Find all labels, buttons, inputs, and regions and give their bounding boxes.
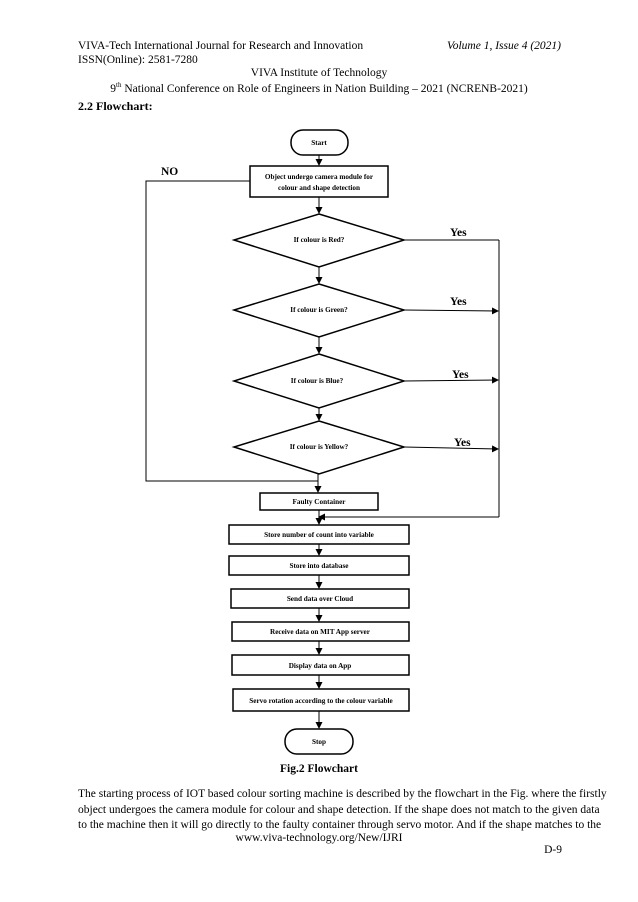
- figure-caption: Fig.2 Flowchart: [280, 763, 358, 775]
- servo-box: [232, 688, 410, 712]
- footer-url: www.viva-technology.org/New/IJRI: [235, 832, 403, 844]
- servo-label: Servo rotation according to the colour v…: [249, 697, 392, 705]
- volume-issue: Volume 1, Issue 4 (2021): [446, 40, 561, 52]
- store-count-label: Store number of count into variable: [264, 531, 374, 539]
- display-box: [231, 654, 410, 676]
- yes-blue-line: [403, 376, 499, 384]
- yes-green-label: Yes: [450, 296, 467, 308]
- send-cloud-box: [230, 588, 410, 609]
- yes-yellow-line: [403, 445, 499, 453]
- body-line-1: The starting process of IOT based colour…: [78, 788, 607, 800]
- receive-label: Receive data on MIT App server: [270, 628, 371, 636]
- camera-step-label-1: Object undergo camera module for: [265, 173, 374, 181]
- store-db-label: Store into database: [290, 562, 349, 570]
- receive-box: [231, 621, 410, 642]
- decision-blue-label: If colour is Blue?: [291, 377, 344, 385]
- stop-terminal: [284, 728, 354, 755]
- body-line-2: object undergoes the camera module for c…: [78, 803, 600, 816]
- conference-number: 9: [110, 82, 117, 95]
- conference-line: 9th National Conference on Role of Engin…: [0, 81, 638, 95]
- section-title: 2.2 Flowchart:: [78, 99, 153, 113]
- conference-ordinal: th: [116, 81, 122, 89]
- send-cloud-label: Send data over Cloud: [287, 595, 353, 603]
- conference-name: National Conference on Role of Engineers…: [124, 82, 528, 95]
- no-label: NO: [161, 166, 178, 178]
- stop-label: Stop: [312, 738, 326, 746]
- camera-step-box: [249, 165, 389, 198]
- decision-yellow-label: If colour is Yellow?: [290, 443, 349, 451]
- yes-yellow-label: Yes: [454, 437, 471, 449]
- no-path-line: [145, 180, 318, 482]
- body-line-3: to the machine then it will go directly …: [78, 819, 602, 831]
- faulty-label: Faulty Container: [293, 498, 347, 506]
- display-label: Display data on App: [289, 662, 352, 670]
- page-number: D-9: [544, 844, 562, 856]
- institute-name: VIVA Institute of Technology: [250, 67, 388, 79]
- yes-red-label: Yes: [450, 227, 467, 239]
- flowchart-diagram: Start Object undergo camera module for c…: [145, 129, 500, 755]
- yes-green-line: [403, 307, 499, 315]
- issn: ISSN(Online): 2581-7280: [78, 54, 198, 66]
- decision-green-label: If colour is Green?: [290, 306, 348, 314]
- decision-yellow-diamond: [231, 420, 407, 475]
- camera-step-label-2: colour and shape detection: [278, 184, 360, 192]
- start-label: Start: [311, 139, 327, 147]
- journal-name: VIVA-Tech International Journal for Rese…: [78, 40, 364, 52]
- yes-blue-label: Yes: [452, 369, 469, 381]
- decision-red-label: If colour is Red?: [294, 236, 345, 244]
- body-paragraph: The starting process of IOT based colour…: [78, 787, 607, 834]
